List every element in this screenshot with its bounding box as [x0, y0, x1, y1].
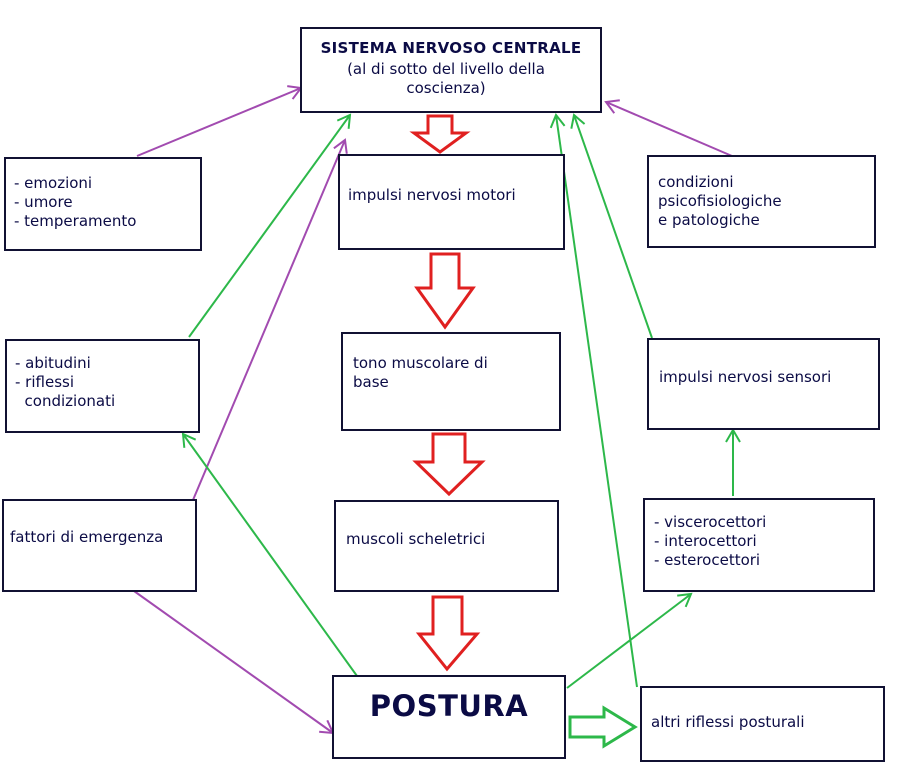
impulsi-motori-label: impulsi nervosi motori — [348, 186, 516, 204]
arrow-postura-to-recettori — [566, 592, 693, 689]
abitudini-line-2: - riflessi — [15, 373, 74, 391]
node-recettori: - viscerocettori - interocettori - ester… — [643, 498, 875, 592]
arrow-muscoli-to-postura — [415, 595, 481, 672]
node-muscoli: muscoli scheletrici — [334, 500, 559, 592]
node-abitudini: - abitudini - riflessi condizionati — [5, 339, 200, 433]
node-emergenza: fattori di emergenza — [2, 499, 197, 592]
node-impulsi-sensori: impulsi nervosi sensori — [647, 338, 880, 430]
altri-riflessi-label: altri riflessi posturali — [651, 713, 805, 731]
condizioni-line-2: psicofisiologiche — [658, 192, 782, 210]
arrow-sensori-to-snc — [570, 113, 653, 339]
abitudini-line-3: condizionati — [15, 392, 116, 410]
recettori-line-2: - interocettori — [654, 532, 757, 550]
arrow-condizioni-to-snc — [604, 99, 733, 157]
tono-line-1: tono muscolare di — [353, 354, 488, 372]
node-emozioni: - emozioni - umore - temperamento — [4, 157, 202, 251]
emozioni-line-1: - emozioni — [14, 174, 93, 192]
arrow-impulsi-to-tono — [414, 252, 476, 330]
node-snc: SISTEMA NERVOSO CENTRALE (al di sotto de… — [300, 27, 602, 113]
condizioni-line-3: e patologiche — [658, 211, 760, 229]
node-tono: tono muscolare di base — [341, 332, 561, 431]
node-condizioni: condizioni psicofisiologiche e patologic… — [647, 155, 876, 248]
recettori-line-1: - viscerocettori — [654, 513, 767, 531]
arrow-postura-to-abitudini — [181, 432, 358, 677]
recettori-line-3: - esterocettori — [654, 551, 761, 569]
emozioni-line-3: - temperamento — [14, 212, 137, 230]
arrow-emergenza-to-snc — [192, 138, 348, 501]
impulsi-sensori-label: impulsi nervosi sensori — [659, 368, 832, 386]
tono-line-2: base — [353, 373, 389, 391]
arrow-snc-to-impulsi-motori — [409, 114, 471, 154]
snc-subtitle: (al di sotto del livello della coscienza… — [347, 60, 545, 97]
arrow-altri-riflessi-to-snc — [549, 113, 638, 688]
arrow-tono-to-muscoli — [412, 432, 486, 497]
snc-title: SISTEMA NERVOSO CENTRALE — [320, 39, 582, 57]
node-impulsi-motori: impulsi nervosi motori — [338, 154, 565, 250]
emozioni-line-2: - umore — [14, 193, 73, 211]
arrow-abitudini-to-snc — [188, 113, 352, 338]
postura-label: POSTURA — [369, 689, 529, 723]
muscoli-label: muscoli scheletrici — [346, 530, 486, 548]
arrow-emergenza-to-postura — [133, 590, 335, 735]
condizioni-line-1: condizioni — [658, 173, 734, 191]
node-altri-riflessi: altri riflessi posturali — [640, 686, 885, 762]
node-postura: POSTURA — [332, 675, 566, 759]
arrow-emozioni-to-snc — [136, 85, 303, 157]
emergenza-label: fattori di emergenza — [10, 528, 164, 546]
arrow-postura-to-altri-riflessi — [568, 705, 638, 749]
abitudini-line-1: - abitudini — [15, 354, 91, 372]
